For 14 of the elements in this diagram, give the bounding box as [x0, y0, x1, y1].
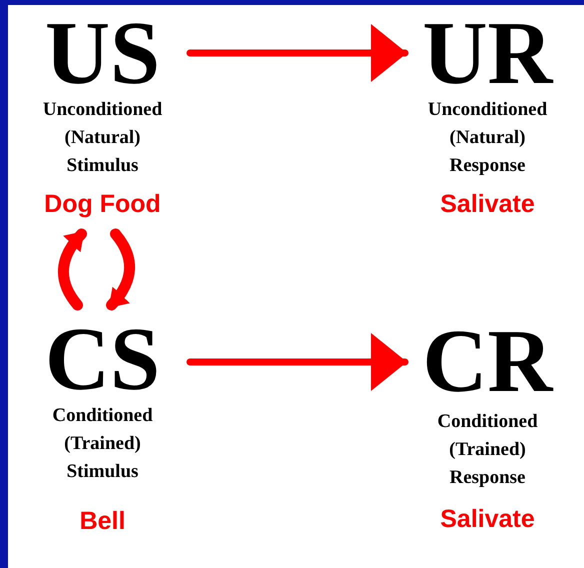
term-description: Unconditioned (Natural) Response	[426, 98, 548, 178]
example-label: Salivate	[440, 504, 535, 534]
abbreviation-label: US	[44, 12, 160, 96]
abbreviation-label: UR	[422, 12, 552, 96]
example-label: Dog Food	[44, 189, 161, 219]
arrow	[186, 333, 408, 391]
example-label: Bell	[80, 506, 126, 536]
term-description: Conditioned (Trained) Response	[436, 410, 539, 490]
abbreviation-label: CR	[422, 320, 552, 404]
term-description: Conditioned (Trained) Stimulus	[51, 404, 154, 484]
arrow	[186, 24, 408, 82]
abbreviation-label: CS	[44, 318, 160, 402]
example-label: Salivate	[440, 189, 535, 219]
term-description: Unconditioned (Natural) Stimulus	[42, 98, 164, 178]
